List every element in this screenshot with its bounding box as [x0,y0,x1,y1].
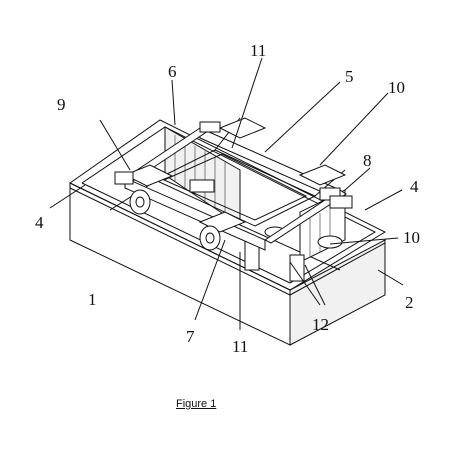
label-11-top: 11 [250,41,266,60]
inner-frame [153,149,317,227]
top-plate [298,164,347,186]
label-8: 8 [363,151,372,170]
reference-numerals: 6 11 5 10 9 8 4 4 10 1 2 12 7 11 [35,41,420,356]
label-1: 1 [88,290,97,309]
leader-12b [304,264,326,306]
wheel-plate [123,164,174,187]
label-4-right: 4 [410,177,419,196]
label-7: 7 [186,327,195,346]
leader-4-left [49,184,86,209]
wheel-hub [205,232,215,244]
label-4-left: 4 [35,213,44,232]
wheel-left [129,189,151,215]
label-12: 12 [312,315,329,334]
label-5: 5 [345,67,354,86]
leader-11-top [231,57,263,149]
pipe-end [317,235,343,249]
leader-7 [194,239,226,321]
wheels [129,189,221,251]
leader-4-right [364,189,403,211]
leader-5 [264,81,341,153]
wheel-hub [135,196,145,208]
leader-2 [377,269,404,286]
center-roller [189,179,215,193]
inner-floor-right [239,224,341,271]
tank-rim-inner [81,126,377,284]
label-6: 6 [168,62,177,81]
tank-right-face [289,239,386,346]
leader-6 [171,79,176,126]
wheel-right [199,225,221,251]
inner-frame-lip [162,153,308,221]
label-2: 2 [405,293,414,312]
top-plate [218,117,267,139]
cross-beam-right [264,189,347,244]
side-roller-9 [114,171,134,185]
tank-rim-outer [69,119,387,291]
figure-caption: Figure 1 [176,398,217,410]
leader-8 [344,167,371,191]
label-10-top: 10 [388,78,405,97]
leader-10-top [319,92,389,166]
side-roller-8 [329,195,353,209]
carriage-frame [114,117,353,251]
leader-12a [289,261,321,306]
label-9: 9 [57,95,66,114]
label-11-bottom: 11 [232,337,248,356]
label-10-bottom: 10 [403,228,420,247]
floor-post [289,254,305,282]
cylinder [199,121,221,133]
leader-9 [99,119,131,171]
leader-10-bottom [329,237,399,245]
tank-body [69,119,387,346]
rim-edge-front [69,187,291,296]
leader-lines [49,57,404,330]
